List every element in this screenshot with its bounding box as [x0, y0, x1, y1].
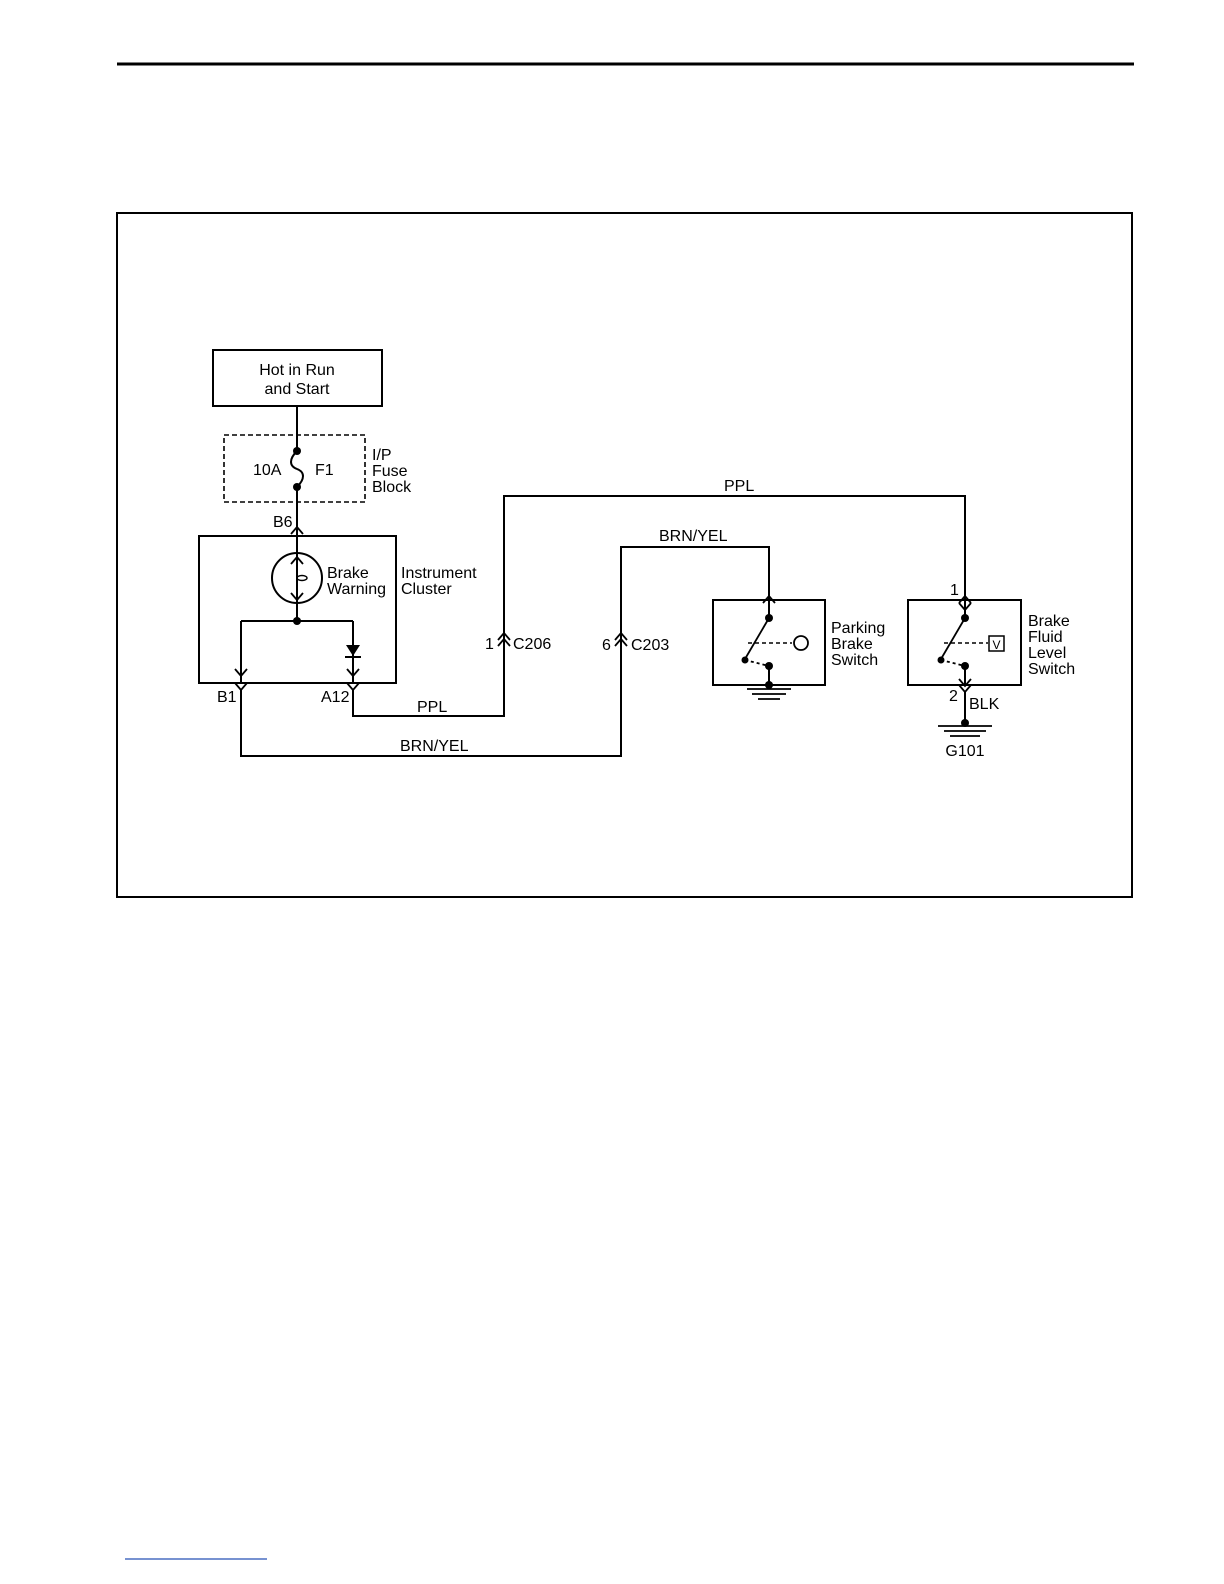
c206-pin: 1	[485, 636, 494, 653]
fuse-id: F1	[315, 462, 334, 479]
power-source: Hot in Run and Start	[213, 350, 382, 406]
diode	[346, 645, 360, 656]
parking-switch-line3: Switch	[831, 652, 878, 669]
wire-brnyel-top-label: BRN/YEL	[659, 528, 728, 545]
c206-name: C206	[513, 636, 551, 653]
lamp-label-line2: Warning	[327, 581, 386, 598]
wire-brnyel-bottom-label: BRN/YEL	[400, 738, 469, 755]
fluid-switch-pin-top: 1	[950, 582, 959, 599]
parking-switch-line1: Parking	[831, 620, 885, 637]
brake-fluid-level-switch: V 1 2 Brake Fluid Level Switch	[908, 582, 1075, 705]
ground-id: G101	[945, 743, 984, 760]
c203-name: C203	[631, 637, 669, 654]
c203-pin: 6	[602, 637, 611, 654]
ground-g101: BLK G101	[938, 692, 1000, 760]
connector-c206: 1 C206	[485, 633, 551, 653]
fluid-switch-line3: Level	[1028, 645, 1066, 662]
pin-b1: B1	[217, 689, 237, 706]
power-source-line1: Hot in Run	[259, 362, 335, 379]
cluster-label-line1: Instrument	[401, 565, 477, 582]
fuse-block: 10A F1 I/P Fuse Block	[224, 406, 412, 536]
fuse-symbol	[291, 451, 303, 487]
pin-a12: A12	[321, 689, 350, 706]
connector-b1	[235, 683, 247, 690]
wire-blk-label: BLK	[969, 696, 1000, 713]
fuse-rating: 10A	[253, 462, 282, 479]
ground-icon	[938, 726, 992, 736]
fluid-switch-pin-bottom: 2	[949, 688, 958, 705]
parking-brake-switch: Parking Brake Switch	[713, 596, 885, 699]
wire-ppl-bottom-label: PPL	[417, 699, 447, 716]
fluid-switch-line2: Fluid	[1028, 629, 1063, 646]
diagram-frame	[117, 213, 1132, 897]
power-source-line2: and Start	[265, 381, 330, 398]
connector-c203: 6 C203	[602, 633, 669, 654]
instrument-cluster: B6 Brake Warning Instrument Cluster B1 A…	[199, 514, 477, 706]
fuse-block-line2: Fuse	[372, 463, 408, 480]
lamp-label-line1: Brake	[327, 565, 369, 582]
case-ground-icon	[747, 689, 791, 699]
fluid-switch-line4: Switch	[1028, 661, 1075, 678]
fuse-block-line1: I/P	[372, 447, 392, 464]
cluster-label-line2: Cluster	[401, 581, 452, 598]
parking-switch-line2: Brake	[831, 636, 873, 653]
wire-ppl-top-label: PPL	[724, 478, 754, 495]
float-sensor-symbol: V	[992, 638, 1000, 652]
fluid-switch-line1: Brake	[1028, 613, 1070, 630]
fuse-block-line3: Block	[372, 479, 412, 496]
pin-b6: B6	[273, 514, 293, 531]
parking-brake-actuator	[794, 636, 808, 650]
